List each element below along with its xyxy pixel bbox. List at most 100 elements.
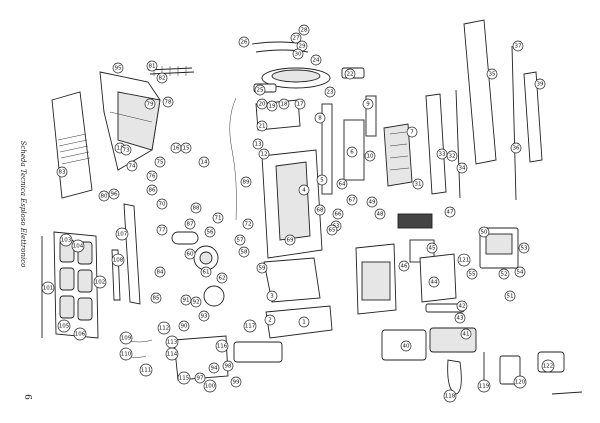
callout-circle <box>180 294 192 306</box>
callout-label: 19 <box>269 103 276 109</box>
callout-circle <box>364 150 376 162</box>
callout-label: 107 <box>117 231 128 237</box>
callout-circle <box>222 360 234 372</box>
callout-label: 11 <box>117 145 124 151</box>
callout-circle <box>512 40 524 52</box>
callout-label: 24 <box>313 57 320 63</box>
callout-circle <box>146 60 158 72</box>
callout-circle <box>184 218 196 230</box>
callout-5: 5 <box>316 174 328 186</box>
callout-circle <box>144 98 156 110</box>
callout-44: 44 <box>428 276 440 288</box>
callout-label: 42 <box>459 303 466 309</box>
callout-39: 39 <box>534 78 546 90</box>
callout-label: 32 <box>449 153 456 159</box>
callout-label: 15 <box>183 145 190 151</box>
callout-circle <box>242 218 254 230</box>
callout-circle <box>204 226 216 238</box>
callout-93: 93 <box>198 310 210 322</box>
callout-label: 102 <box>95 279 106 285</box>
callout-96: 96 <box>108 188 120 200</box>
callout-label: 33 <box>439 151 446 157</box>
callout-circle <box>412 178 424 190</box>
callout-circle <box>119 347 133 361</box>
callout-7: 7 <box>406 126 418 138</box>
callout-15: 15 <box>180 142 192 154</box>
callout-55: 55 <box>466 268 478 280</box>
callout-label: 53 <box>521 245 528 251</box>
callout-circle <box>284 234 296 246</box>
callout-label: 65 <box>329 227 336 233</box>
callout-circle <box>93 275 107 289</box>
callout-119: 119 <box>477 379 491 393</box>
callout-circle <box>344 68 356 80</box>
callout-label: 26 <box>241 39 248 45</box>
callout-label: 119 <box>479 383 490 389</box>
callout-circle <box>216 272 228 284</box>
callout-circle <box>178 320 190 332</box>
callout-19: 19 <box>266 100 278 112</box>
callout-circle <box>177 371 191 385</box>
callout-label: 61 <box>203 269 210 275</box>
callout-label: 21 <box>259 123 266 129</box>
callout-label: 99 <box>233 379 240 385</box>
callout-circle <box>184 248 196 260</box>
callout-label: 57 <box>237 237 244 243</box>
callout-circle <box>56 166 68 178</box>
front-door-panel <box>321 95 397 315</box>
callout-82: 82 <box>156 72 168 84</box>
callout-circle <box>428 276 440 288</box>
callout-label: 5 <box>320 177 324 183</box>
callout-circle <box>146 170 158 182</box>
callout-80: 80 <box>98 190 110 202</box>
callout-89: 89 <box>240 176 252 188</box>
callout-circle <box>154 156 166 168</box>
callout-circle <box>146 184 158 196</box>
callout-label: 37 <box>515 43 522 49</box>
callout-label: 104 <box>73 243 84 249</box>
callout-83: 83 <box>56 166 68 178</box>
callout-102: 102 <box>93 275 107 289</box>
callout-label: 117 <box>245 323 256 329</box>
callout-circle <box>41 281 55 295</box>
callout-label: 66 <box>335 211 342 217</box>
callout-label: 109 <box>121 335 132 341</box>
callout-111: 111 <box>139 363 153 377</box>
callout-label: 10 <box>367 153 374 159</box>
callout-37: 37 <box>512 40 524 52</box>
callout-58: 58 <box>238 246 250 258</box>
callout-label: 39 <box>537 81 544 87</box>
callout-31: 31 <box>412 178 424 190</box>
callout-circle <box>266 100 278 112</box>
callout-108: 108 <box>111 253 125 267</box>
callout-label: 46 <box>401 263 408 269</box>
callout-116: 116 <box>215 339 229 353</box>
callout-label: 88 <box>193 205 200 211</box>
callout-34: 34 <box>456 162 468 174</box>
callout-label: 16 <box>173 145 180 151</box>
callout-76: 76 <box>146 170 158 182</box>
callout-74: 74 <box>126 160 138 172</box>
callout-78: 78 <box>162 96 174 108</box>
callout-circle <box>200 266 212 278</box>
ceramic-tiles-panel <box>41 231 99 339</box>
callout-circle <box>298 24 310 36</box>
callout-circle <box>243 319 257 333</box>
callout-100: 100 <box>203 379 217 393</box>
callout-label: 106 <box>75 331 86 337</box>
callout-label: 101 <box>43 285 54 291</box>
callout-label: 71 <box>215 215 222 221</box>
callout-label: 34 <box>459 165 466 171</box>
callout-label: 45 <box>429 245 436 251</box>
side-title: Scheda Tecnica Esploso Elettronico <box>19 140 27 268</box>
callout-circle <box>98 190 110 202</box>
callout-circle <box>278 98 290 110</box>
callout-circle <box>324 86 336 98</box>
callout-label: 48 <box>377 211 384 217</box>
callout-label: 44 <box>431 279 438 285</box>
callout-label: 83 <box>59 169 66 175</box>
callout-57: 57 <box>234 234 246 246</box>
callout-86: 86 <box>146 184 158 196</box>
callout-23: 23 <box>324 86 336 98</box>
